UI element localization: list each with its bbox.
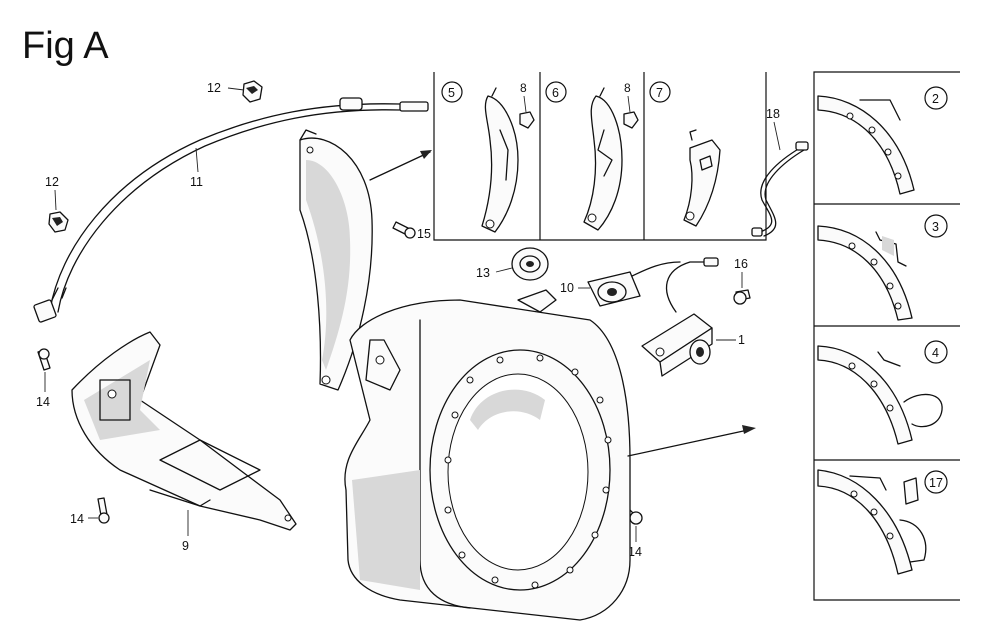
inset-5-label: 5 <box>448 86 455 100</box>
inset-6-label: 6 <box>552 86 559 100</box>
grommet-part-13 <box>511 247 549 281</box>
clip-part-12-top <box>242 80 263 103</box>
bolt-part-14-b <box>97 497 110 524</box>
switch-part-10 <box>587 261 681 307</box>
fan-shroud-housing <box>344 289 631 621</box>
inset-17-label: 17 <box>929 476 943 490</box>
callout-9: 9 <box>182 539 189 553</box>
bolt-part-15 <box>392 221 416 239</box>
inset-panel-2: 2 <box>817 86 948 195</box>
inset-panel-17: 17 <box>817 469 948 575</box>
callout-15: 15 <box>417 227 431 241</box>
callout-12-left: 12 <box>45 175 59 189</box>
callout-18: 18 <box>766 107 780 121</box>
inset-right <box>813 71 960 601</box>
inset-2-label: 2 <box>932 92 939 106</box>
inset-panel-4: 4 <box>817 340 948 445</box>
callout-12-top: 12 <box>207 81 221 95</box>
callout-1: 1 <box>738 333 745 347</box>
inset-4-label: 4 <box>932 346 939 360</box>
inset-panel-7: 7 <box>649 81 721 227</box>
ignition-unit-part-1 <box>641 257 719 377</box>
wire-harness-part-11 <box>33 97 429 323</box>
inset-panel-5: 5 8 <box>441 81 535 233</box>
inset-panel-3: 3 <box>817 214 948 321</box>
inset-5-ref: 8 <box>520 81 527 95</box>
inset-7-label: 7 <box>656 86 663 100</box>
inset-3-label: 3 <box>932 220 939 234</box>
side-cover-part-9 <box>71 331 297 531</box>
callout-10: 10 <box>560 281 574 295</box>
callout-16: 16 <box>734 257 748 271</box>
callout-11: 11 <box>190 175 203 189</box>
inset-panel-6: 6 8 <box>545 81 639 231</box>
ground-wire-part-18 <box>751 141 809 237</box>
air-guide-panel <box>299 129 373 391</box>
clip-part-12-left <box>48 211 69 233</box>
bolt-part-16 <box>733 289 751 305</box>
inset-top <box>433 72 767 241</box>
callout-14-c: 14 <box>628 545 642 559</box>
inset-6-ref: 8 <box>624 81 631 95</box>
callout-14-b: 14 <box>70 512 84 526</box>
callout-14-a: 14 <box>36 395 50 409</box>
callout-13: 13 <box>476 266 490 280</box>
bolt-part-14-a <box>37 348 51 371</box>
figure-title: Fig A <box>22 25 109 67</box>
